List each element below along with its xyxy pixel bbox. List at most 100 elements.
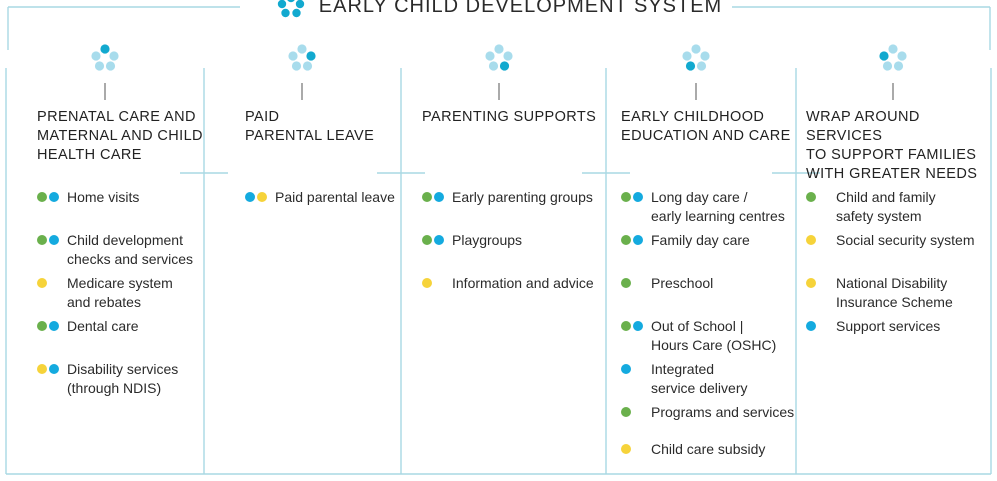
green-dot-icon — [37, 235, 47, 245]
category-dots — [806, 321, 830, 331]
green-dot-icon — [422, 192, 432, 202]
service-item: Dental care — [37, 317, 139, 336]
service-item: Programs and services — [621, 403, 794, 422]
flower-petal — [105, 61, 116, 71]
yellow-dot-icon — [422, 278, 432, 288]
service-label: Child development checks and services — [67, 232, 194, 267]
green-dot-icon — [37, 192, 47, 202]
category-dots — [37, 235, 61, 245]
flower-petal — [879, 51, 889, 61]
flower-icon — [288, 44, 316, 71]
flower-petal — [503, 51, 513, 61]
green-dot-icon — [422, 235, 432, 245]
category-dots — [806, 278, 830, 288]
service-label: National Disability Insurance Scheme — [836, 275, 953, 310]
service-item: Playgroups — [422, 231, 522, 250]
service-label: Child care subsidy — [651, 441, 766, 457]
flower-petal — [485, 51, 495, 61]
service-label: Social security system — [836, 232, 975, 248]
service-label: Child and family safety system — [836, 189, 936, 224]
diagram-title: EARLY CHILD DEVELOPMENT SYSTEM — [318, 0, 723, 17]
category-dots — [37, 321, 61, 331]
service-label: Information and advice — [452, 275, 594, 291]
flower-petal — [893, 61, 904, 71]
service-label: Medicare system and rebates — [67, 275, 173, 310]
flower-petal — [882, 61, 893, 71]
category-dots — [37, 364, 61, 374]
column-heading: PRENATAL CARE AND MATERNAL AND CHILD HEA… — [37, 109, 203, 163]
service-item: Child development checks and services — [37, 231, 193, 269]
column-heading: WRAP AROUND SERVICES TO SUPPORT FAMILIES… — [806, 109, 978, 182]
service-item: Disability services (through NDIS) — [37, 360, 178, 398]
yellow-dot-icon — [37, 278, 47, 288]
flower-petal — [488, 61, 499, 71]
service-item: Support services — [806, 317, 940, 336]
blue-dot-icon — [806, 321, 816, 331]
service-label: Dental care — [67, 318, 139, 334]
service-item: Home visits — [37, 188, 139, 207]
flower-petal — [109, 51, 119, 61]
flower-petal — [700, 51, 710, 61]
category-dots — [422, 192, 446, 202]
service-label: Disability services (through NDIS) — [67, 361, 179, 396]
service-item: Social security system — [806, 231, 974, 250]
column-heading: PAID PARENTAL LEAVE — [245, 109, 375, 144]
flower-petal — [100, 44, 110, 54]
service-item: Long day care / early learning centres — [621, 188, 785, 226]
flower-logo-icon — [277, 0, 304, 18]
flower-petal — [306, 51, 316, 61]
yellow-dot-icon — [257, 192, 267, 202]
category-dots — [422, 235, 446, 245]
category-dots — [621, 278, 645, 288]
flower-petal — [685, 61, 696, 71]
service-item: Out of School | Hours Care (OSHC) — [621, 317, 776, 355]
blue-dot-icon — [621, 364, 631, 374]
blue-dot-icon — [49, 235, 59, 245]
service-item: Medicare system and rebates — [37, 274, 173, 312]
frame — [5, 6, 992, 475]
green-dot-icon — [806, 192, 816, 202]
yellow-dot-icon — [806, 278, 816, 288]
service-label: Programs and services — [651, 404, 795, 420]
blue-dot-icon — [633, 235, 643, 245]
blue-dot-icon — [49, 364, 59, 374]
service-label: Long day care / early learning centres — [651, 189, 785, 224]
category-dots — [806, 192, 830, 202]
blue-dot-icon — [49, 321, 59, 331]
flower-icon — [879, 44, 907, 71]
service-item: National Disability Insurance Scheme — [806, 274, 953, 312]
green-dot-icon — [37, 321, 47, 331]
flower-petal — [897, 51, 907, 61]
service-label: Preschool — [651, 275, 714, 291]
title-badge: EARLY CHILD DEVELOPMENT SYSTEM — [264, 0, 733, 18]
blue-dot-icon — [434, 192, 444, 202]
flower-icon — [682, 44, 710, 71]
connector-ticks — [104, 83, 894, 100]
service-item: Paid parental leave — [245, 188, 395, 207]
flower-petal — [297, 44, 307, 54]
flower-petal — [91, 51, 101, 61]
green-dot-icon — [621, 278, 631, 288]
service-label: Family day care — [651, 232, 750, 248]
category-dots — [621, 407, 645, 417]
service-item: Family day care — [621, 231, 750, 250]
flower-icon — [485, 44, 513, 71]
service-item: Child care subsidy — [621, 440, 765, 459]
green-dot-icon — [621, 321, 631, 331]
flower-petal — [494, 44, 504, 54]
flower-petal — [696, 61, 707, 71]
service-item: Integrated service delivery — [621, 360, 747, 398]
flower-icon — [91, 44, 119, 71]
blue-dot-icon — [245, 192, 255, 202]
category-dots — [245, 192, 269, 202]
flower-petal — [288, 51, 298, 61]
category-dots — [621, 235, 645, 245]
blue-dot-icon — [633, 321, 643, 331]
service-label: Paid parental leave — [275, 189, 395, 205]
green-dot-icon — [621, 407, 631, 417]
category-dots — [621, 364, 645, 374]
column-heading: EARLY CHILDHOOD EDUCATION AND CARE — [621, 109, 791, 144]
yellow-dot-icon — [806, 235, 816, 245]
flower-petal — [291, 61, 302, 71]
category-dots — [621, 192, 645, 202]
